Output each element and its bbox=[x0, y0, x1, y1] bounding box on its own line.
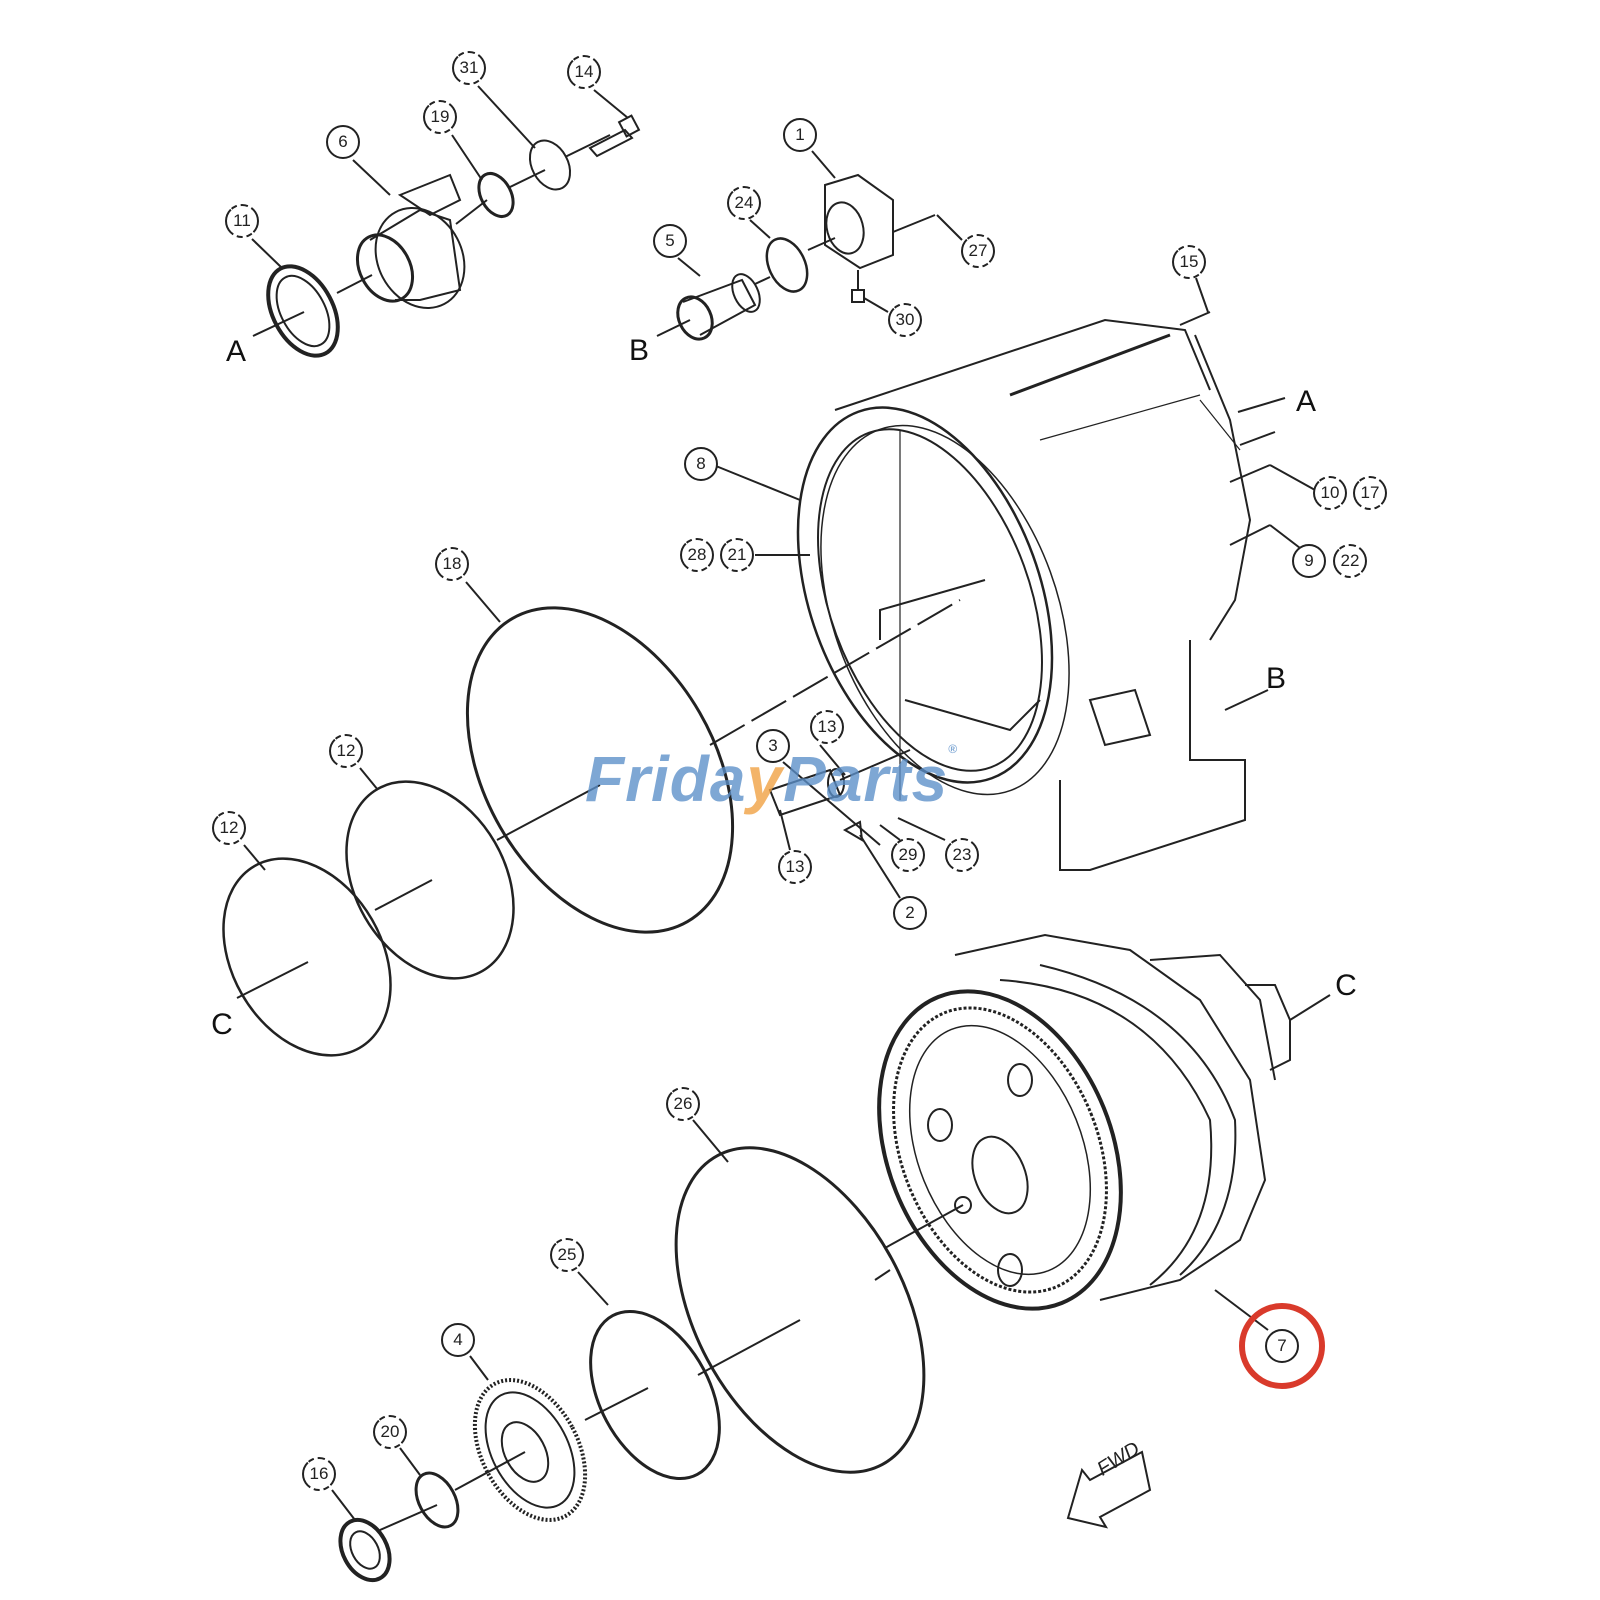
callout-20[interactable]: 20 bbox=[373, 1415, 407, 1449]
callout-16[interactable]: 16 bbox=[302, 1457, 336, 1491]
cover-assembly-art bbox=[656, 150, 963, 341]
callout-8[interactable]: 8 bbox=[684, 447, 718, 481]
callout-12[interactable]: 12 bbox=[329, 734, 363, 768]
reference-letter-a: A bbox=[225, 335, 247, 368]
registered-mark: ® bbox=[948, 742, 958, 756]
callout-29[interactable]: 29 bbox=[891, 838, 925, 872]
callout-1[interactable]: 1 bbox=[783, 118, 817, 152]
fwd-label: FWD bbox=[1093, 1437, 1144, 1481]
callout-30[interactable]: 30 bbox=[888, 303, 922, 337]
callout-5[interactable]: 5 bbox=[653, 224, 687, 258]
reference-letter-b: B bbox=[628, 334, 650, 367]
callout-23[interactable]: 23 bbox=[945, 838, 979, 872]
reference-letter-a: A bbox=[1295, 385, 1317, 418]
watermark-text-parts: Parts bbox=[783, 743, 949, 815]
watermark-text-friday: Frida bbox=[585, 743, 747, 815]
callout-24[interactable]: 24 bbox=[727, 186, 761, 220]
bottom-group-art bbox=[331, 1119, 926, 1583]
callout-18[interactable]: 18 bbox=[435, 547, 469, 581]
callout-13[interactable]: 13 bbox=[810, 710, 844, 744]
fwd-arrow-art bbox=[1066, 1450, 1152, 1529]
callout-27[interactable]: 27 bbox=[961, 234, 995, 268]
fwd-direction-indicator: FWD bbox=[1066, 1420, 1156, 1500]
callout-6[interactable]: 6 bbox=[326, 125, 360, 159]
small-parts-art bbox=[768, 744, 946, 899]
callout-19[interactable]: 19 bbox=[423, 100, 457, 134]
callout-21[interactable]: 21 bbox=[720, 538, 754, 572]
callout-25[interactable]: 25 bbox=[550, 1238, 584, 1272]
callout-13[interactable]: 13 bbox=[778, 850, 812, 884]
reference-letter-c: C bbox=[211, 1008, 233, 1041]
callout-31[interactable]: 31 bbox=[452, 51, 486, 85]
hub-assembly-art bbox=[251, 85, 641, 358]
callout-14[interactable]: 14 bbox=[567, 55, 601, 89]
highlight-ring bbox=[1239, 1303, 1325, 1389]
callout-12[interactable]: 12 bbox=[212, 811, 246, 845]
housing-art bbox=[710, 277, 1316, 871]
callout-17[interactable]: 17 bbox=[1353, 476, 1387, 510]
callout-3[interactable]: 3 bbox=[756, 729, 790, 763]
torque-converter-art bbox=[877, 933, 1331, 1331]
callout-10[interactable]: 10 bbox=[1313, 476, 1347, 510]
callout-2[interactable]: 2 bbox=[893, 896, 927, 930]
callout-11[interactable]: 11 bbox=[225, 204, 259, 238]
callout-9[interactable]: 9 bbox=[1292, 544, 1326, 578]
callout-15[interactable]: 15 bbox=[1172, 245, 1206, 279]
callout-28[interactable]: 28 bbox=[680, 538, 714, 572]
reference-letter-b: B bbox=[1265, 662, 1287, 695]
callout-4[interactable]: 4 bbox=[441, 1323, 475, 1357]
reference-letter-c: C bbox=[1335, 969, 1357, 1002]
callout-26[interactable]: 26 bbox=[666, 1087, 700, 1121]
callout-22[interactable]: 22 bbox=[1333, 544, 1367, 578]
o-rings-art bbox=[222, 581, 961, 1057]
